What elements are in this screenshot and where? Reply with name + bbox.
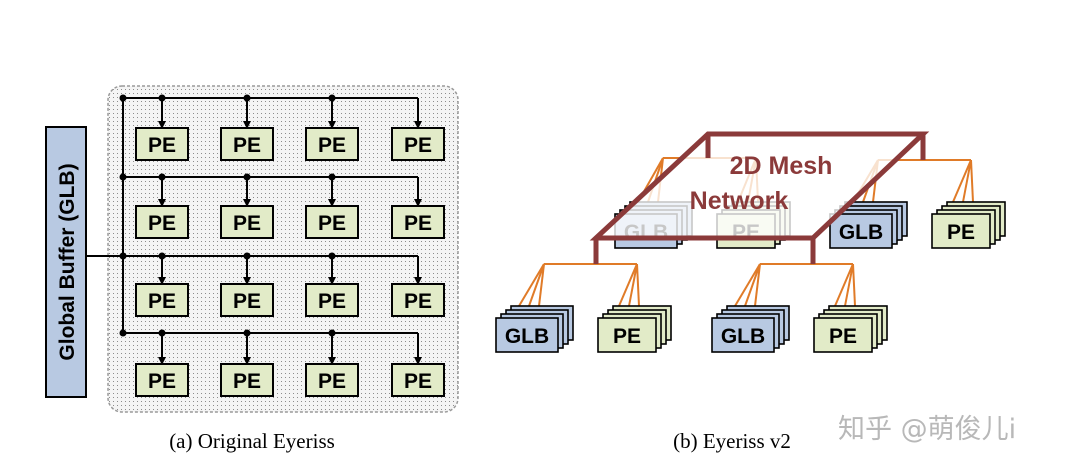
pe-cell: PE — [220, 283, 274, 317]
pe-cell: PE — [391, 205, 445, 239]
glb-stack: GLB — [495, 305, 574, 353]
pe-cell: PE — [391, 363, 445, 397]
pe-array-wires — [86, 94, 422, 365]
glb-stack: GLB — [711, 305, 790, 353]
pe-cell: PE — [135, 205, 189, 239]
pe-label: PE — [404, 290, 432, 313]
pe-array: PE PE PE PE PE PE PE PE PE PE PE PE PE PE PE PE — [135, 127, 445, 397]
glb-label: GLB — [721, 325, 765, 348]
glb-label: GLB — [505, 325, 549, 348]
pe-label: PE — [148, 290, 176, 313]
pe-cell: PE — [391, 127, 445, 161]
caption-eyeriss-v2: (b) Eyeriss v2 — [673, 429, 791, 453]
pe-stack: PE — [813, 305, 888, 353]
pe-label: PE — [148, 134, 176, 157]
pe-label: PE — [829, 325, 857, 348]
pe-stack: PE — [931, 201, 1006, 249]
mesh-network: 2D Mesh Network — [589, 131, 930, 264]
pe-cell: PE — [305, 283, 359, 317]
pe-label: PE — [613, 325, 641, 348]
glb-stack: GLB — [829, 201, 908, 249]
mesh-label-line1: 2D Mesh — [730, 152, 833, 180]
pe-cell: PE — [135, 363, 189, 397]
pe-cell: PE — [305, 205, 359, 239]
original-eyeriss-diagram: PE PE PE PE PE PE PE PE PE PE PE PE PE PE PE PE Global … — [45, 85, 459, 453]
pe-cell: PE — [135, 283, 189, 317]
eyeriss-v2-diagram: GLBPEGLBPEGLBPEGLBPE 2D Mesh Network (b)… — [495, 131, 1006, 453]
pe-label: PE — [148, 212, 176, 235]
pe-array-background — [107, 85, 459, 413]
pe-cell: PE — [391, 283, 445, 317]
pe-label: PE — [318, 290, 346, 313]
pe-cell: PE — [305, 363, 359, 397]
pe-cell: PE — [135, 127, 189, 161]
mesh-label-line2: Network — [690, 187, 789, 215]
pe-label: PE — [318, 370, 346, 393]
pe-cell: PE — [305, 127, 359, 161]
pe-label: PE — [318, 134, 346, 157]
pe-label: PE — [233, 290, 261, 313]
pe-label: PE — [404, 134, 432, 157]
pe-label: PE — [233, 370, 261, 393]
pe-cell: PE — [220, 363, 274, 397]
pe-cell: PE — [220, 205, 274, 239]
caption-original-eyeriss: (a) Original Eyeriss — [169, 429, 335, 453]
glb-label: GLB — [839, 221, 883, 244]
pe-label: PE — [233, 134, 261, 157]
pe-label: PE — [404, 212, 432, 235]
pe-label: PE — [233, 212, 261, 235]
pe-stack: PE — [597, 305, 672, 353]
pe-label: PE — [148, 370, 176, 393]
pe-label: PE — [404, 370, 432, 393]
pe-label: PE — [947, 221, 975, 244]
watermark: 知乎 @萌俊儿i — [838, 414, 1016, 445]
global-buffer-label: Global Buffer (GLB) — [56, 163, 79, 360]
global-buffer-block: Global Buffer (GLB) — [45, 126, 87, 398]
pe-cell: PE — [220, 127, 274, 161]
pe-label: PE — [318, 212, 346, 235]
